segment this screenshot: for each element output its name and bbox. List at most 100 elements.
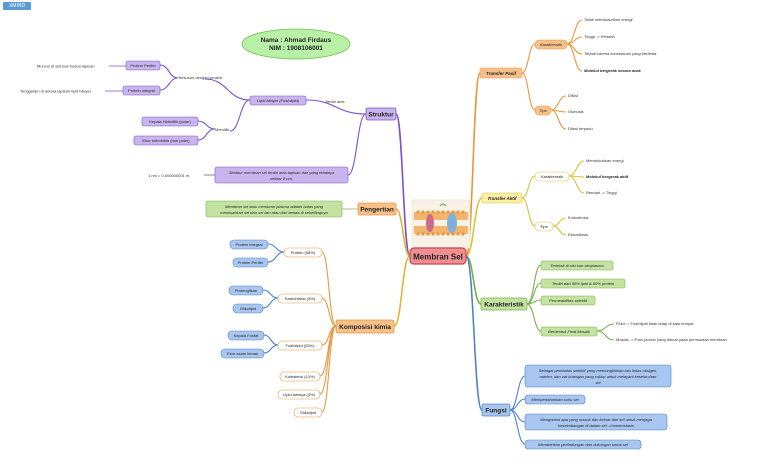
connector-protein58 (321, 251, 337, 327)
fungsi-f1-line-2: nutrien, dan zat buangan yang cukup untu… (540, 374, 658, 379)
kepala-hidrofilik-label: Kepala Hidrofilik (polar) (149, 119, 191, 124)
connector-tp-k4 (566, 43, 583, 72)
karakteristik-c2[interactable]: Terdiri dari 50% lipid & 50% protein (540, 278, 626, 289)
tp-k2: Tinggi -> Rendah (584, 34, 616, 39)
fungsi-f3[interactable]: Mengontrol apa yang masuk dan keluar dar… (524, 413, 668, 431)
fungsi-topic[interactable]: Fungsi (481, 403, 511, 417)
karakteristik-topic[interactable]: Karakteristik (480, 297, 528, 311)
connector-ta-karakteristik (521, 175, 536, 199)
connector-fluid (596, 323, 615, 332)
name-line: Nama : Ahmad Firdaus (261, 37, 332, 44)
connector-karbohidrat (321, 297, 337, 327)
connector-transfer-aktif (465, 197, 483, 257)
kolesterol-node[interactable]: Kolesterol (13%) (279, 371, 321, 382)
lipid-lainnya-label: Lipid lainnya (4%) (283, 392, 315, 397)
ekor-hidrofobik-label: Ekor hidrofobik (non polar) (142, 138, 190, 143)
kepala-fosfat-node[interactable]: Kepala Fosfat (227, 330, 265, 341)
ta-tipe-node[interactable]: Tipe (534, 221, 554, 232)
karakteristik-c2-label: Terdiri dari 50% lipid & 50% protein (552, 281, 615, 286)
central-label: Membran Sel (413, 253, 463, 262)
ekor-asam-node[interactable]: Ekor asam lemak (220, 348, 265, 359)
transfer-pasif-branch: Transfer Pasif Karakteristik Tidak membu… (479, 17, 657, 131)
komposisi-topic[interactable]: Komposisi kimia (335, 319, 395, 334)
connector-ta-tipe (521, 197, 536, 227)
connector-f2 (509, 398, 526, 411)
connector-ekor-asam (263, 344, 279, 354)
struktur-label: Struktur (368, 112, 394, 119)
karbohidrat-label: Karbohidrat (3%) (285, 296, 316, 301)
lipid-bilayer-node[interactable]: Lipid bilayer (Fosfolipid) (249, 95, 307, 106)
ta-k2: Molekul bergerak aktif (586, 174, 629, 179)
ekor-hidrofobik-node[interactable]: Ekor hidrofobik (non polar) (133, 135, 199, 146)
protein-58-node[interactable]: Protein (58%) (283, 247, 323, 258)
central-topic[interactable]: Membran Sel (409, 247, 467, 265)
glikolipid-node[interactable]: Glikolipid (232, 303, 264, 314)
protein-perifer-node[interactable]: Protein Perifer (125, 60, 161, 71)
fungsi-f1-line-1: Sebagai pembatas selektif yang memungkin… (539, 368, 658, 373)
ta-k1: Membutuhkan energi (586, 158, 624, 163)
connector-summary (347, 113, 367, 176)
definisi-node[interactable]: Membran sel atau membran plasma adalah b… (205, 200, 343, 218)
connector-mosaik (596, 330, 615, 341)
fungsi-f2-label: Mempertahankan suhu sel (531, 397, 578, 402)
transfer-aktif-topic[interactable]: Transfer Aktif (481, 192, 523, 204)
protein-integral-node[interactable]: Protein integral (122, 85, 161, 96)
fungsi-f1[interactable]: Sebagai pembatas selektif yang memungkin… (524, 364, 672, 388)
terdiri-atas-label: Terdiri atas (325, 99, 345, 104)
kepala-fosfat-label: Kepala Fosfat (234, 333, 260, 338)
connector-lipid (305, 99, 367, 115)
fungsi-f4[interactable]: Memberikan perlindungan dan dukungan unt… (524, 439, 642, 450)
struktur-topic[interactable]: Struktur (365, 107, 397, 121)
tp-karakteristik-node[interactable]: Karakteristik (534, 39, 568, 50)
komposisi-protein-perifer[interactable]: Protein Perifer (232, 257, 269, 268)
karakteristik-c4-label: Berbentuk Fluid Mosaik (548, 329, 591, 334)
connector-f1 (509, 375, 526, 411)
fungsi-label: Fungsi (485, 408, 506, 415)
transfer-aktif-branch: Transfer Aktif Karakteristik Membutuhkan… (481, 158, 629, 237)
tp-k4: Molekul bergerak secara acak (584, 68, 641, 73)
fosfolipid-label: Fosfolipid (25%) (286, 343, 316, 348)
connector-ta-t2 (552, 225, 567, 236)
pengertian-label: Pengertian (360, 207, 394, 214)
transfer-pasif-topic[interactable]: Transfer Pasif (479, 67, 523, 79)
xmind-badge: XMIND (3, 2, 31, 10)
connector-k-integral (267, 243, 285, 253)
fungsi-f2[interactable]: Mempertahankan suhu sel (524, 394, 586, 405)
name-box: Nama : Ahmad Firdaus NIM : 1908106001 (241, 28, 351, 60)
komposisi-protein-perifer-label: Protein Perifer (238, 260, 264, 265)
kepala-hidrofilik-node[interactable]: Kepala Hidrofilik (polar) (141, 116, 199, 127)
tp-tipe-node[interactable]: Tipe (534, 105, 552, 116)
connector-ekor (197, 128, 216, 141)
komposisi-protein-integral-label: Protein integral (236, 242, 263, 247)
ta-t1: Endositosis (568, 215, 588, 220)
glikolipid2-label: Glikolipid (300, 410, 316, 415)
lipid-lainnya-node[interactable]: Lipid lainnya (4%) (277, 389, 321, 400)
connector-glikolipid (262, 297, 279, 309)
fosfolipid-node[interactable]: Fosfolipid (25%) (277, 340, 323, 351)
ekor-asam-label: Ekor asam lemak (227, 351, 258, 356)
karakteristik-c1[interactable]: Terletak di sisi luar sitoplasma (540, 260, 614, 271)
fungsi-f1-line-3: sel (595, 380, 600, 385)
fungsi-f4-label: Memberikan perlindungan dan dukungan unt… (538, 442, 628, 447)
definisi-line-1: Membran sel atau membran plasma adalah b… (225, 204, 324, 209)
connector-proteoglikan (262, 289, 279, 299)
connector-kepala (197, 120, 216, 130)
karakteristik-c3[interactable]: Permeabilitas selektif (540, 295, 596, 306)
connector-ta-k1 (568, 160, 585, 177)
definisi-line-2: memisahkan sel dan sel lain atau dari be… (220, 210, 328, 215)
connector-kepala-fosfat (263, 334, 279, 346)
connector-tp-t1 (550, 95, 567, 111)
connector-integral (159, 77, 179, 91)
komposisi-protein-integral[interactable]: Protein integral (229, 239, 269, 250)
ta-karakteristik-node[interactable]: Karakteristik (534, 171, 570, 182)
karbohidrat-node[interactable]: Karbohidrat (3%) (277, 293, 323, 304)
karakteristik-label: Karakteristik (484, 302, 524, 309)
proteoglikan-node[interactable]: Proteoglikan (228, 285, 264, 296)
pengertian-topic[interactable]: Pengertian (357, 202, 397, 216)
struktur-summary[interactable]: Struktur membran sel terdiri atas lapisa… (214, 166, 349, 184)
karakteristik-c4[interactable]: Berbentuk Fluid Mosaik (540, 326, 598, 337)
connector-c4 (526, 303, 542, 332)
glikolipid2-node[interactable]: Glikolipid (293, 407, 323, 418)
pengertian-branch: Pengertian Membran sel atau membran plas… (205, 200, 397, 218)
